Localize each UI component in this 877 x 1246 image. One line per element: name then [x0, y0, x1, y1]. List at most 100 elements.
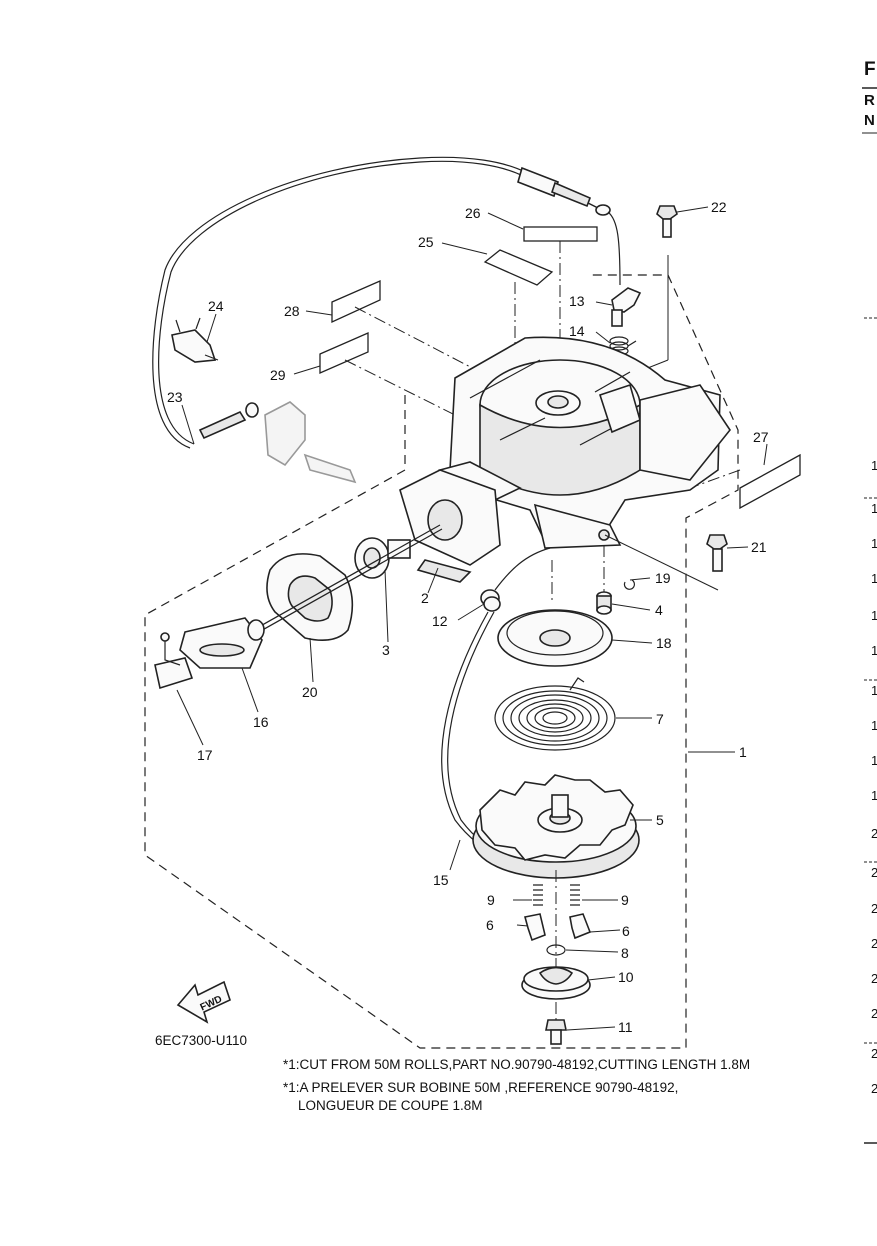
choke-knob-assembly-23: [198, 401, 357, 484]
callout-2: 2: [421, 590, 429, 606]
callout-19: 19: [655, 570, 671, 586]
clamp-tabs: [175, 317, 219, 361]
pawl-springs-9: [533, 884, 580, 906]
callout-22: 22: [711, 199, 727, 215]
leader-line: [241, 667, 259, 713]
cable-end-fitting: [517, 166, 559, 198]
pawl-spring: [570, 884, 580, 906]
spring-ring: [518, 699, 592, 737]
spring-coil: [609, 336, 629, 346]
pawl: [569, 913, 592, 940]
leader-line: [566, 1026, 616, 1031]
handle-slot: [199, 643, 245, 657]
note-line: LONGUEUR DE COUPE 1.8M: [298, 1098, 483, 1113]
drive-plate-10: [521, 966, 591, 1000]
callout-25: 25: [418, 234, 434, 250]
decal-25: [483, 249, 554, 286]
spring-tang: [569, 677, 585, 691]
callout-13: 13: [569, 293, 585, 309]
callout-9: 9: [621, 892, 629, 908]
edge-digit: 1: [871, 683, 877, 698]
bolt-22: [629, 205, 678, 376]
decal-ref-line: [344, 359, 466, 421]
leader-line: [587, 976, 616, 981]
callout-16: 16: [253, 714, 269, 730]
leader-line: [293, 365, 321, 375]
fwd-arrow: FWD: [176, 980, 231, 1024]
callout-6: 6: [486, 917, 494, 933]
callout-3: 3: [382, 642, 390, 658]
edge-digit: 2: [871, 826, 877, 841]
clip-17: [154, 632, 194, 690]
leader-line: [305, 310, 333, 316]
rope-15-upper: [494, 547, 551, 591]
rope-guide-12: [480, 589, 501, 612]
cable-end-nut: [595, 204, 611, 216]
edge-digit: 2: [871, 865, 877, 880]
edge-digit: 1: [871, 571, 877, 586]
cable-run-to-lever: [607, 211, 621, 286]
callout-11: 11: [618, 1019, 633, 1035]
leader-line: [676, 206, 709, 213]
cable-wire: [152, 156, 526, 449]
edge-digit: 2: [871, 901, 877, 916]
bolt-shank: [662, 218, 672, 238]
bolt-shank: [550, 1029, 562, 1045]
callout-26: 26: [465, 205, 481, 221]
leader-line: [487, 212, 524, 230]
spring-ring: [526, 703, 584, 733]
edge-digit: 2: [871, 1081, 877, 1096]
note-line: *1:CUT FROM 50M ROLLS,PART NO.90790-4819…: [283, 1057, 750, 1072]
leader-line: [457, 603, 485, 621]
callout-leaders: [176, 206, 768, 1031]
callout-29: 29: [270, 367, 286, 383]
edge-digit: 2: [871, 971, 877, 986]
leader-line: [427, 567, 439, 594]
clip-wire: [164, 640, 181, 666]
edge-digit: 1: [871, 501, 877, 516]
leader-line: [589, 929, 621, 933]
decal-26: [523, 226, 598, 242]
pawl-spring: [533, 884, 543, 906]
clip-ring: [160, 632, 170, 642]
bolt-21: [604, 534, 728, 591]
leader-line: [384, 569, 389, 643]
callout-28: 28: [284, 303, 300, 319]
edge-digit: 2: [871, 1046, 877, 1061]
leader-line: [176, 689, 204, 746]
reel-hub-post: [551, 794, 569, 818]
edge-digit: 1: [871, 608, 877, 623]
edge-digit: 2: [871, 1006, 877, 1021]
edge-header-letter: N: [864, 112, 875, 129]
guide-collar: [483, 596, 501, 612]
callout-20: 20: [302, 684, 318, 700]
cable-clamp-24: [171, 317, 219, 363]
knob-shaft-ghost: [303, 453, 357, 484]
choke-lever-13: [611, 287, 642, 327]
center-bolt-11: [545, 1019, 567, 1045]
spring-tang: [627, 340, 637, 347]
edge-digit: 1: [871, 788, 877, 803]
callout-14: 14: [569, 323, 585, 339]
edge-digit: 1: [871, 753, 877, 768]
cable-wire: [158, 160, 524, 445]
callout-10: 10: [618, 969, 634, 985]
leader-line: [629, 577, 651, 581]
callout-5: 5: [656, 812, 664, 828]
leader-line: [206, 313, 217, 343]
lever-pin: [611, 309, 623, 327]
bolt-head: [656, 205, 678, 220]
plate-center-hole: [539, 629, 571, 647]
housing-boss-hole: [547, 395, 569, 409]
cut-off-page-edge: F R N 1 1 1 1 1 1 1 1 1 1 2 2 2 2 2 2 2 …: [862, 59, 877, 1144]
leader-line: [726, 546, 749, 549]
leader-line: [763, 443, 768, 466]
leader-line: [611, 603, 651, 611]
lever-body: [611, 287, 642, 313]
bolt-head: [545, 1019, 567, 1031]
leader-line: [611, 639, 653, 644]
starter-handle-16: [179, 617, 265, 669]
knob-body-ghost: [264, 401, 306, 467]
decal-28: [331, 280, 381, 324]
